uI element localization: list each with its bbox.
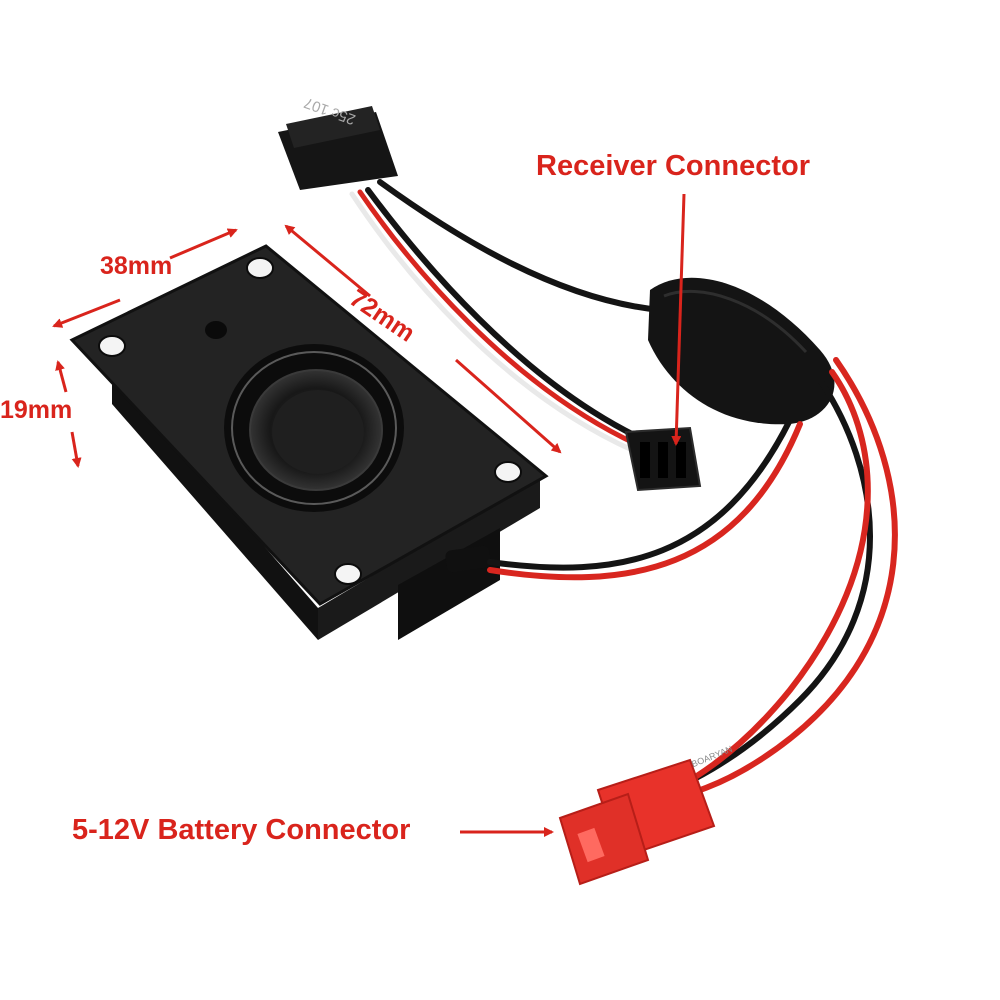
- height-dimension-label: 19mm: [0, 396, 73, 424]
- battery-connector-label: 5-12V Battery Connector: [72, 814, 411, 846]
- receiver-cable: [349, 179, 663, 453]
- width-arrow-right: [169, 228, 238, 260]
- battery-wire: [625, 357, 898, 815]
- length-arrow-bottom: [455, 358, 562, 454]
- height-arrow-bottom: [70, 431, 82, 468]
- speaker-wire: [487, 417, 803, 581]
- receiver-connector-label: Receiver Connector: [536, 150, 810, 182]
- height-arrow-top: [55, 360, 68, 393]
- battery-plug: [558, 758, 716, 886]
- receiver-pointer-arrow: [671, 193, 686, 446]
- sound-module: [648, 277, 835, 425]
- width-arrow-left: [52, 298, 121, 328]
- dimension-arrows: [52, 193, 686, 837]
- speaker-box: [69, 244, 549, 640]
- servo-plug: [624, 426, 702, 492]
- length-arrow-top: [284, 224, 371, 298]
- receiver-module: [278, 106, 398, 190]
- width-dimension-label: 38mm: [100, 252, 173, 280]
